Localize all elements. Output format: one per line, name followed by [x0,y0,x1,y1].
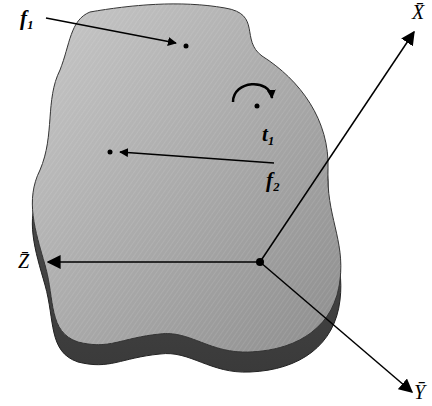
point-dot [108,150,113,155]
torque-arrow [233,84,272,102]
axis-line [260,32,414,262]
force-label: f₁ [20,8,34,29]
axis-line [48,261,260,263]
force-arrow [46,18,176,43]
axis-label: Z̄ [18,251,29,271]
origin-dot [256,258,264,266]
force-label: f₂ [266,170,280,191]
axis-line [260,262,412,392]
coordinate-axes [48,32,414,392]
axis-label: X̄ [412,2,424,22]
force-arrow [120,152,274,163]
torque-label: t₁ [262,124,275,145]
point-dot [255,104,260,109]
body-top-face [32,4,340,352]
force-arrows [46,18,274,163]
point-dot [184,44,189,49]
axis-label: Ȳ [414,382,425,402]
